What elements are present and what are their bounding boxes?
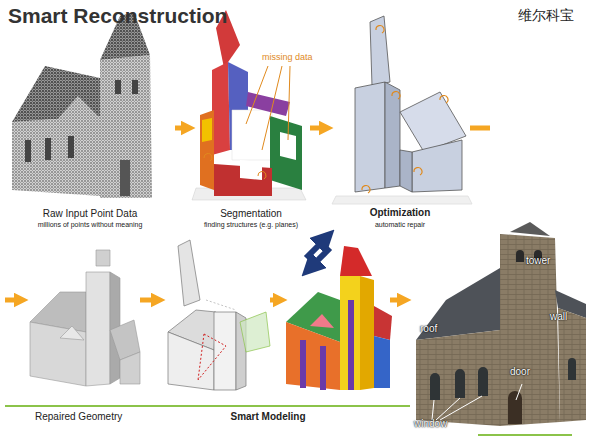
callout-label: missing data bbox=[262, 53, 313, 63]
watermark: 维尔科宝 bbox=[518, 8, 574, 23]
colored-model bbox=[286, 238, 392, 390]
stage-subcaption: millions of points without meaning bbox=[5, 221, 175, 229]
diagram-title: Smart Reconstruction bbox=[8, 4, 227, 27]
stage-panel: Raw Input Point Data millions of points w… bbox=[5, 22, 175, 230]
stage-caption: Smart Modeling bbox=[208, 411, 328, 422]
stage-caption: Raw Input Point Data bbox=[5, 208, 175, 219]
stage-panel: Repaired Geometry bbox=[25, 240, 140, 425]
part-label: window bbox=[414, 418, 447, 429]
stage-caption: Repaired Geometry bbox=[35, 411, 122, 422]
stage-subcaption: automatic repair bbox=[330, 221, 470, 229]
flow-arrow bbox=[5, 128, 490, 300]
stage-band: Smart Modeling bbox=[162, 240, 390, 425]
part-label: tower bbox=[526, 255, 550, 266]
point-cloud-church bbox=[12, 12, 152, 198]
flow-arrow bbox=[175, 126, 188, 131]
part-label: roof bbox=[420, 323, 437, 334]
stage-panel: Optimization automatic repair bbox=[330, 22, 470, 230]
part-label: door bbox=[510, 366, 530, 377]
bracket-line bbox=[5, 405, 410, 407]
textured-church bbox=[416, 222, 586, 426]
flow-arrow bbox=[140, 298, 158, 303]
step-arrow bbox=[270, 298, 280, 303]
stage-subcaption: finding structures (e.g. planes) bbox=[182, 221, 320, 229]
part-label: wall bbox=[550, 311, 567, 322]
flow-arrow bbox=[310, 126, 326, 131]
stage-caption: Segmentation bbox=[182, 208, 320, 219]
flow-arrow bbox=[390, 298, 404, 303]
stage-caption: Optimization bbox=[330, 207, 470, 218]
model-construction bbox=[168, 240, 270, 390]
bracket-line bbox=[478, 434, 572, 436]
segmented-church bbox=[192, 10, 306, 200]
result-panel: tower roof wall door window bbox=[408, 225, 588, 437]
optimized-blocks bbox=[332, 16, 472, 204]
repaired-church bbox=[30, 250, 140, 386]
